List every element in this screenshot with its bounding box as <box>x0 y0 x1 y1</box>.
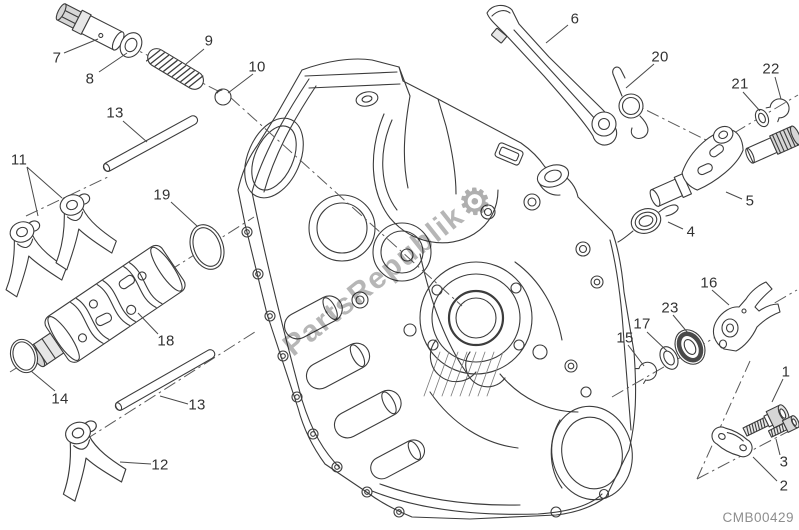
callout-2: 2 <box>779 477 789 495</box>
callout-5: 5 <box>745 192 755 210</box>
leader-line-23 <box>672 314 689 334</box>
callout-16: 16 <box>700 274 718 292</box>
leader-line-6 <box>545 24 569 44</box>
callout-19: 19 <box>153 186 171 204</box>
callout-11: 11 <box>10 151 28 169</box>
callout-13: 13 <box>188 396 206 414</box>
part-3-bolt <box>767 415 799 438</box>
callout-22: 22 <box>762 60 780 78</box>
callout-9: 9 <box>204 32 214 50</box>
part-19-o-ring <box>189 224 225 270</box>
part-23-seal-ring <box>674 329 706 365</box>
leader-line-4 <box>667 221 684 230</box>
leader-line-1 <box>771 378 784 403</box>
callout-6: 6 <box>570 10 580 28</box>
part-2-retainer-plate <box>711 426 753 458</box>
leader-line-17 <box>646 331 668 352</box>
leader-line-16 <box>711 289 730 306</box>
leader-line-7 <box>63 38 99 54</box>
callout-10: 10 <box>248 58 266 76</box>
leader-line-14 <box>30 370 56 392</box>
part-20-torsion-spring <box>612 66 649 139</box>
leader-line-3 <box>775 438 781 456</box>
callout-20: 20 <box>651 48 669 66</box>
callout-15: 15 <box>616 329 634 347</box>
leader-line-13 <box>122 120 148 143</box>
part-4-return-spring <box>617 204 679 243</box>
leader-line-15 <box>627 344 645 367</box>
callout-17: 17 <box>633 315 651 333</box>
callout-13: 13 <box>106 104 124 122</box>
part-13-fork-shaft-lower <box>114 349 216 411</box>
leader-line-21 <box>742 91 761 112</box>
leader-lines <box>26 24 784 482</box>
callout-23: 23 <box>661 299 679 317</box>
part-15-circlip <box>634 358 661 385</box>
leader-line-11 <box>26 166 39 217</box>
leader-line-5 <box>725 191 743 200</box>
callout-14: 14 <box>51 390 69 408</box>
part-6-shift-lever <box>486 4 618 146</box>
callout-18: 18 <box>157 332 175 350</box>
leader-line-19 <box>170 201 198 227</box>
part-12-shift-fork <box>41 411 131 505</box>
callout-21: 21 <box>731 75 749 93</box>
leader-line-22 <box>774 76 782 100</box>
part-14-o-ring <box>9 338 39 374</box>
leader-line-18 <box>137 312 159 335</box>
callout-4: 4 <box>686 223 696 241</box>
part-22-circlip <box>765 94 794 123</box>
part-13-fork-shaft-upper <box>102 115 199 172</box>
leader-line-11 <box>26 166 63 199</box>
leader-line-2 <box>752 456 778 482</box>
callout-8: 8 <box>85 70 95 88</box>
crankcase-drawing <box>237 58 637 520</box>
part-9-detent-spring <box>145 48 204 90</box>
callout-1: 1 <box>781 363 791 381</box>
leader-line-8 <box>98 52 128 73</box>
part-8-washer <box>119 32 143 58</box>
part-21-washer <box>754 108 770 128</box>
part-code: CMB00429 <box>722 510 794 525</box>
leader-line-10 <box>227 73 254 94</box>
part-7-detent-plug <box>55 3 125 51</box>
part-10-detent-ball <box>214 88 232 106</box>
gear-hatching <box>423 339 506 397</box>
leader-line-9 <box>185 48 205 65</box>
part-5-gear-selector-shaft <box>649 125 799 207</box>
leader-line-20 <box>625 63 655 89</box>
leader-line-12 <box>119 461 152 465</box>
callout-3: 3 <box>779 453 789 471</box>
leader-line-13 <box>159 395 189 405</box>
callout-7: 7 <box>52 49 62 67</box>
part-16-selector-fork <box>712 281 781 352</box>
flange-bolt-holes <box>241 226 610 518</box>
callout-12: 12 <box>151 456 169 474</box>
